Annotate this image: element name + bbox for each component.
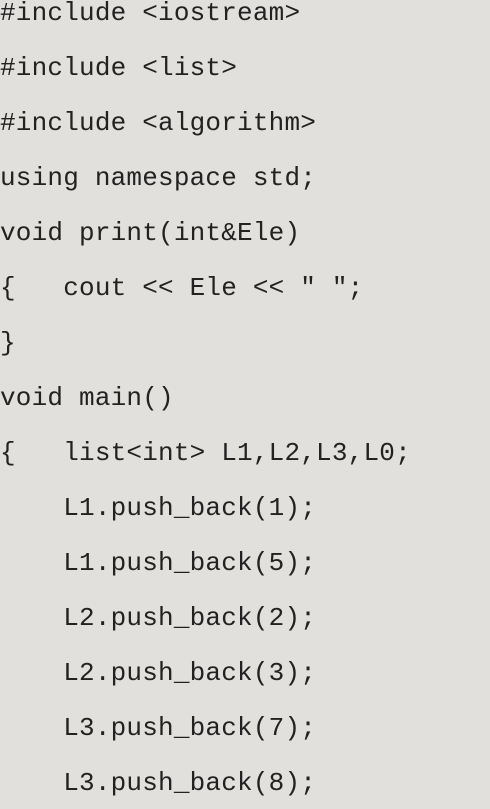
code-line: L2.push_back(2); xyxy=(0,603,317,633)
code-line: { cout << Ele << " "; xyxy=(0,273,364,303)
code-line: L3.push_back(7); xyxy=(0,713,317,743)
code-line: L1.push_back(1); xyxy=(0,493,317,523)
code-line: #include <algorithm> xyxy=(0,108,317,138)
code-line: L2.push_back(3); xyxy=(0,658,317,688)
code-line: #include <list> xyxy=(0,53,238,83)
code-line: { list<int> L1,L2,L3,L0; xyxy=(0,438,411,468)
code-line: L1.push_back(5); xyxy=(0,548,317,578)
code-line: void print(int&Ele) xyxy=(0,218,301,248)
code-line: } xyxy=(0,328,16,358)
code-line: #include <iostream> xyxy=(0,0,301,28)
code-line: void main() xyxy=(0,383,174,413)
code-line: using namespace std; xyxy=(0,163,317,193)
code-line: L3.push_back(8); xyxy=(0,768,317,798)
